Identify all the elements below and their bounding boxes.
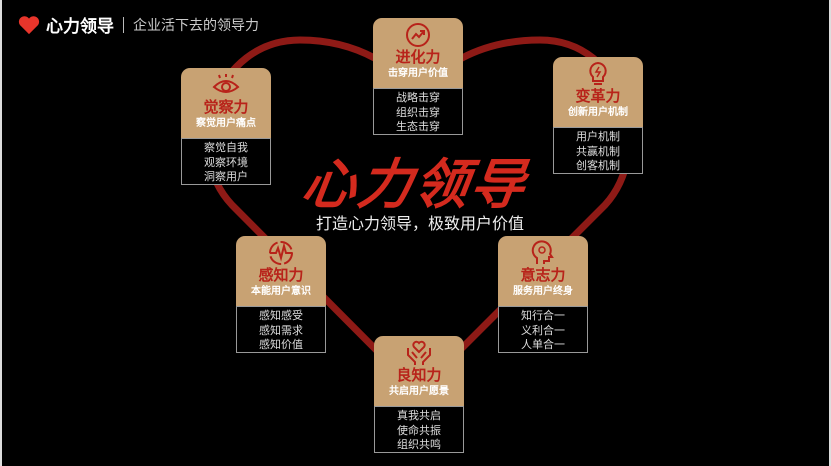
hands-heart-icon	[374, 340, 464, 366]
card-conscience: 良知力 共启用户愿景 真我共启使命共振组织共鸣	[374, 336, 464, 453]
brand-name: 心力领导	[46, 17, 114, 37]
brand-header: 心力领导 企业活下去的领导力	[18, 12, 259, 37]
card-evolution: 进化力 击穿用户价值 战略击穿组织击穿生态击穿	[373, 18, 463, 135]
list-item: 创客机制	[576, 159, 620, 172]
card-subtitle: 本能用户意识	[251, 286, 311, 297]
list-item: 用户机制	[576, 130, 620, 143]
card-title: 变革力	[575, 87, 621, 105]
card-transformation: 变革力 创新用户机制 用户机制共赢机制创客机制	[553, 57, 643, 174]
card-title: 进化力	[395, 48, 441, 66]
main-title: 心力领导	[297, 153, 531, 216]
list-item: 感知感受	[259, 309, 303, 322]
lightbulb-icon	[553, 61, 643, 87]
card-subtitle: 创新用户机制	[568, 107, 628, 118]
brand-tagline: 企业活下去的领导力	[133, 17, 259, 34]
list-item: 洞察用户	[204, 170, 248, 183]
card-title: 意志力	[520, 266, 566, 284]
card-subtitle: 共启用户愿景	[389, 386, 449, 397]
list-item: 人单合一	[521, 338, 565, 351]
card-subtitle: 察觉用户痛点	[196, 118, 256, 129]
list-item: 使命共振	[397, 423, 441, 437]
trend-up-icon	[373, 22, 463, 48]
list-item: 观察环境	[204, 155, 248, 169]
list-item: 知行合一	[521, 309, 565, 322]
card-perception: 感知力 本能用户意识 感知感受感知需求感知价值	[236, 236, 326, 353]
list-item: 感知需求	[259, 323, 303, 337]
list-item: 战略击穿	[396, 91, 440, 104]
list-item: 察觉自我	[204, 141, 248, 154]
list-item: 真我共启	[397, 409, 441, 422]
card-willpower: 意志力 服务用户终身 知行合一义利合一人单合一	[498, 236, 588, 353]
heart-logo-icon	[18, 15, 40, 34]
card-subtitle: 服务用户终身	[513, 286, 573, 297]
pulse-icon	[236, 240, 326, 266]
card-title: 觉察力	[203, 98, 249, 116]
head-icon	[498, 240, 588, 266]
list-item: 生态击穿	[396, 120, 440, 133]
list-item: 感知价值	[259, 338, 303, 351]
card-title: 良知力	[396, 366, 442, 384]
divider	[123, 16, 124, 33]
eye-icon	[181, 72, 271, 98]
list-item: 义利合一	[521, 323, 565, 337]
list-item: 组织共鸣	[397, 438, 441, 451]
main-subtitle: 打造心力领导，极致用户价值	[315, 214, 524, 233]
card-title: 感知力	[258, 266, 304, 284]
list-item: 组织击穿	[396, 105, 440, 119]
card-subtitle: 击穿用户价值	[388, 68, 448, 79]
card-awareness: 觉察力 察觉用户痛点 察觉自我观察环境洞察用户	[181, 68, 271, 185]
list-item: 共赢机制	[576, 144, 620, 158]
